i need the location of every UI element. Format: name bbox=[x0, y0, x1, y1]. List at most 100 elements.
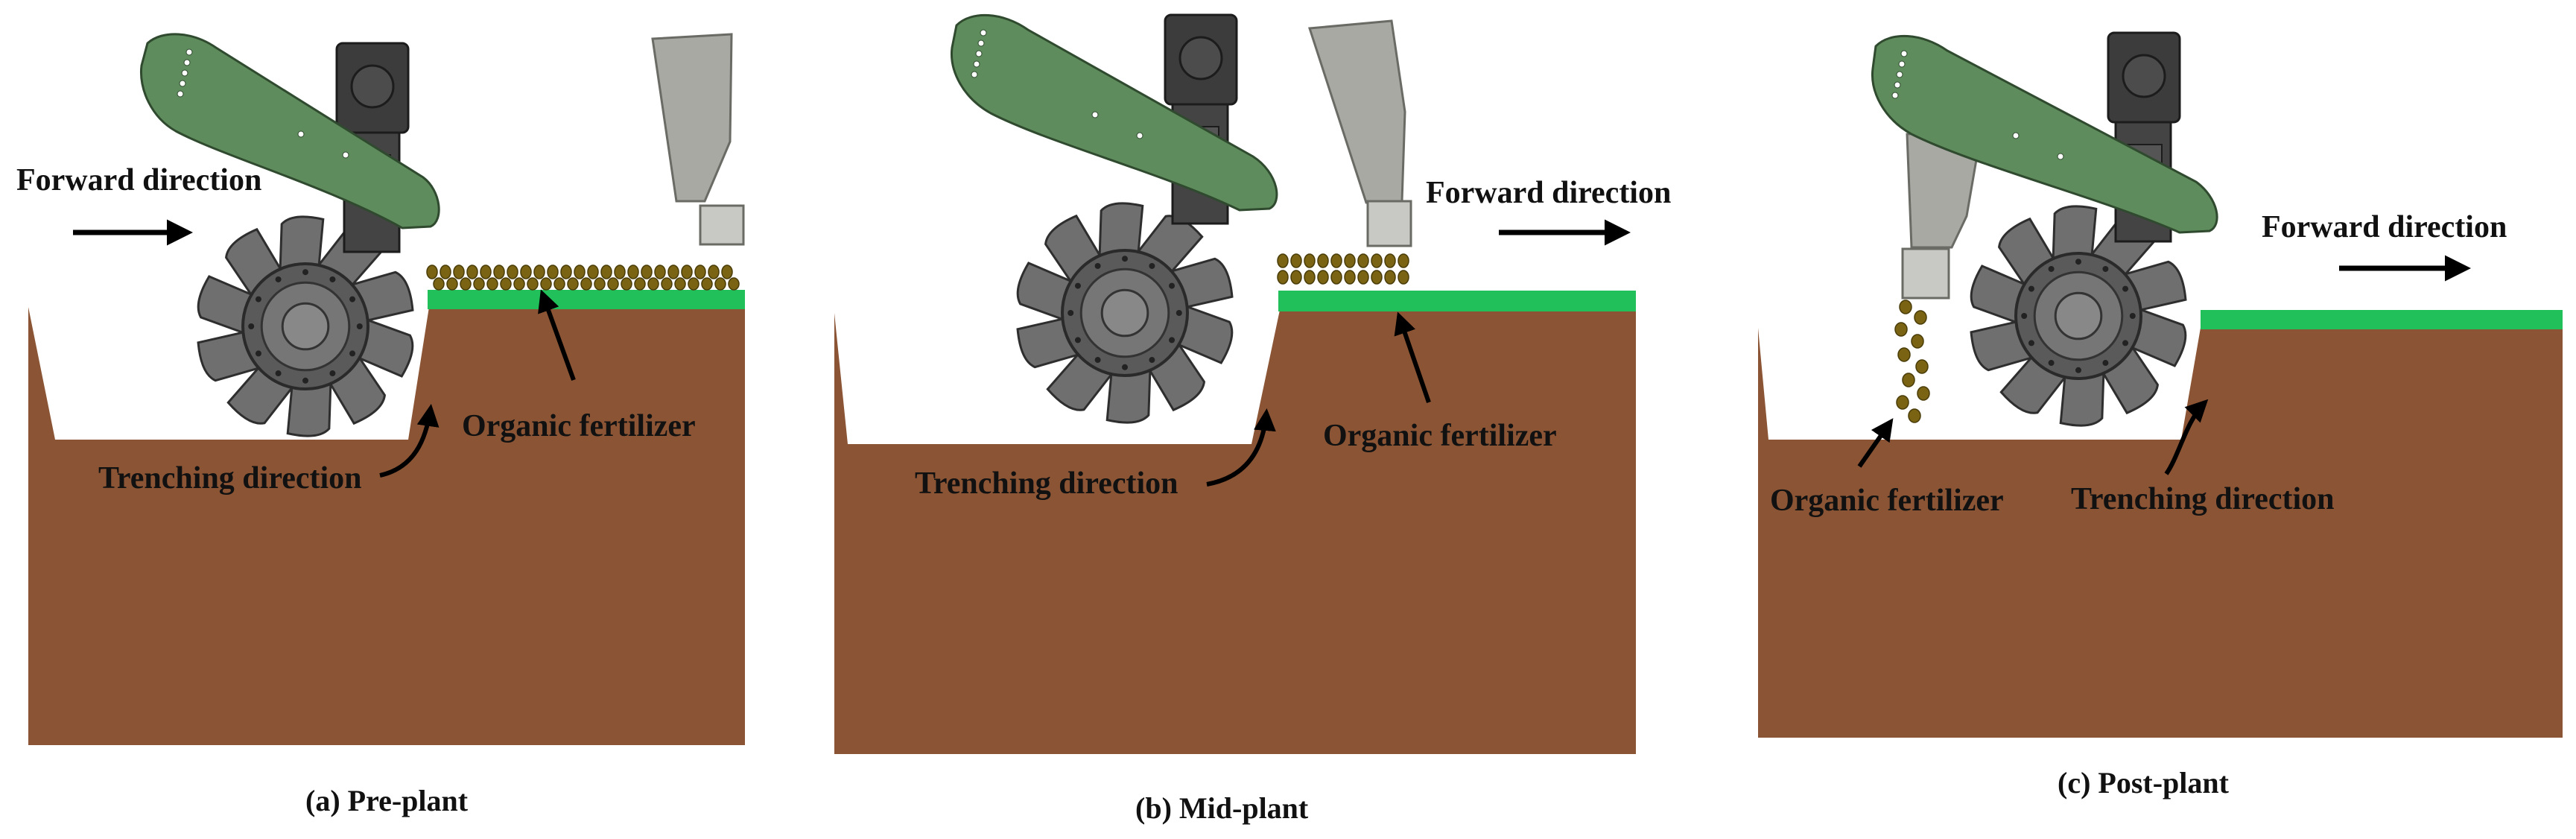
fertilizer-granule bbox=[1277, 270, 1289, 285]
wheel-bolt bbox=[255, 350, 261, 357]
fertilizer-granule bbox=[688, 277, 699, 291]
forward-direction-label: Forward direction bbox=[2262, 210, 2507, 244]
wheel-bolt bbox=[275, 276, 282, 282]
fertilizer-granule bbox=[507, 265, 518, 279]
wheel-bolt bbox=[329, 370, 336, 377]
panel-pre-plant: Forward direction Organic fertilizer Tre… bbox=[16, 33, 745, 817]
wheel-bolt bbox=[2102, 360, 2109, 367]
fertilizer-granule bbox=[460, 277, 472, 291]
gearbox-cap bbox=[1178, 36, 1223, 80]
fertilizer-granule bbox=[594, 277, 606, 291]
wheel-center bbox=[2054, 291, 2103, 341]
arm-hole bbox=[1896, 71, 1903, 78]
fertilizer-granule bbox=[480, 265, 492, 279]
wheel-bolt bbox=[275, 370, 282, 377]
fertilizer-granule bbox=[714, 277, 726, 291]
wheel-bolt bbox=[356, 323, 363, 329]
trenching-direction-label: Trenching direction bbox=[98, 461, 362, 496]
falling-fertilizer bbox=[1894, 300, 1930, 423]
trenching-wheel bbox=[1970, 205, 2187, 427]
fertilizer-granule bbox=[1371, 270, 1383, 285]
soil-block bbox=[1758, 328, 2563, 738]
fertilizer-granule bbox=[1304, 253, 1316, 268]
arm-hole bbox=[1900, 50, 1908, 57]
fertilizer-granule bbox=[540, 277, 552, 291]
fertilizer-hopper bbox=[1901, 128, 1983, 300]
fertilizer-granule bbox=[1915, 359, 1929, 374]
fertilizer-granule bbox=[1899, 300, 1912, 314]
wheel-center bbox=[281, 302, 330, 351]
fertilizer-granule bbox=[473, 277, 485, 291]
fertilizer-granule bbox=[553, 277, 565, 291]
wheel-blade bbox=[286, 376, 332, 437]
green-arm bbox=[951, 13, 1278, 212]
arm-hole bbox=[977, 39, 985, 47]
fertilizer-granule bbox=[547, 265, 559, 279]
fertilizer-granule bbox=[1917, 386, 1930, 401]
fertilizer-granule bbox=[681, 265, 693, 279]
soil-block bbox=[834, 310, 1636, 754]
forward-direction-label: Forward direction bbox=[16, 163, 261, 197]
arm-hole bbox=[1091, 111, 1099, 118]
fertilizer-hopper bbox=[1307, 19, 1412, 247]
fertilizer-granule bbox=[1914, 310, 1927, 325]
soil-block bbox=[28, 307, 745, 745]
fertilizer-granule bbox=[1277, 253, 1289, 268]
fertilizer-granule bbox=[721, 265, 733, 279]
fertilizer-granule bbox=[1304, 270, 1316, 285]
wheel-bolt bbox=[2129, 313, 2136, 319]
gearbox-cap bbox=[2122, 54, 2166, 98]
wheel-blade bbox=[2059, 366, 2105, 427]
panel-mid-plant: Forward direction Organic fertilizer Tre… bbox=[834, 13, 1671, 825]
fertilizer-granule bbox=[667, 265, 679, 279]
fertilizer-granule bbox=[661, 277, 673, 291]
arm-hole bbox=[185, 48, 193, 56]
wheel-blade bbox=[1105, 363, 1152, 424]
caption-post-plant: (c) Post-plant bbox=[2058, 766, 2230, 800]
arm-hole bbox=[1898, 60, 1906, 68]
arm-hole bbox=[179, 80, 186, 87]
fertilizer-granule bbox=[567, 277, 579, 291]
fertilizer-layer bbox=[1277, 253, 1409, 285]
fertilizer-granule bbox=[701, 277, 713, 291]
fertilizer-granule bbox=[1911, 334, 1924, 349]
fertilizer-granule bbox=[1317, 253, 1329, 268]
wheel-bolt bbox=[1176, 310, 1182, 316]
wheel-bolt bbox=[1122, 256, 1128, 262]
fertilizer-layer bbox=[426, 265, 740, 291]
fertilizer-granule bbox=[647, 277, 659, 291]
wheel-blade bbox=[279, 215, 325, 276]
wheel-bolt bbox=[2075, 367, 2081, 373]
wheel-bolt bbox=[1074, 282, 1081, 289]
grass-strip bbox=[2201, 310, 2563, 329]
fertilizer-granule bbox=[520, 265, 532, 279]
fertilizer-granule bbox=[1384, 253, 1396, 268]
fertilizer-granule bbox=[426, 265, 438, 279]
trenching-direction-label: Trenching direction bbox=[2071, 482, 2335, 516]
arm-hole bbox=[1891, 92, 1899, 99]
wheel-bolt bbox=[2028, 285, 2034, 292]
fertilizer-granule bbox=[533, 265, 545, 279]
green-arm bbox=[1871, 34, 2218, 234]
wheel-bolt bbox=[1149, 262, 1155, 269]
fertilizer-granule bbox=[621, 277, 632, 291]
gearbox-cap bbox=[350, 64, 395, 109]
wheel-bolt bbox=[248, 323, 255, 329]
fertilizer-granule bbox=[1290, 253, 1302, 268]
wheel-center bbox=[1100, 288, 1149, 338]
fertilizer-granule bbox=[1290, 270, 1302, 285]
arm-holes bbox=[1891, 50, 2064, 160]
wheel-bolt bbox=[349, 296, 356, 303]
fertilizer-granule bbox=[641, 265, 653, 279]
wheel-bolt bbox=[2048, 360, 2055, 367]
fertilizer-granule bbox=[527, 277, 539, 291]
fertilizer-granule bbox=[560, 265, 572, 279]
fertilizer-granule bbox=[1317, 270, 1329, 285]
trenching-direction-label: Trenching direction bbox=[915, 466, 1178, 501]
wheel-blade bbox=[2052, 205, 2098, 266]
grass-strip bbox=[428, 290, 745, 309]
fertilizer-granule bbox=[654, 265, 666, 279]
arm-hole bbox=[181, 69, 188, 77]
fertilizer-granule bbox=[433, 277, 445, 291]
arm-hole bbox=[1894, 81, 1901, 89]
